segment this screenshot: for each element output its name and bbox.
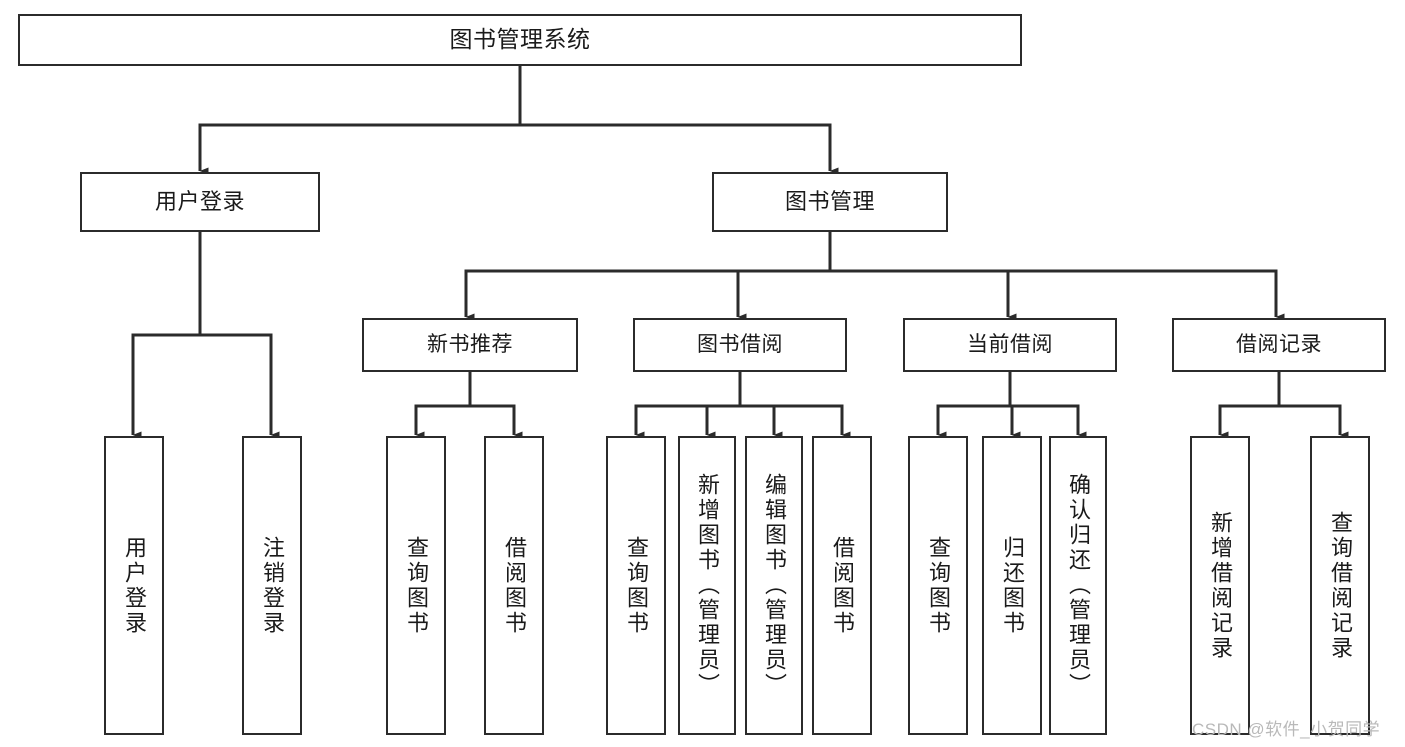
- node-label-leaf-query-book-new: 查询图书: [404, 535, 429, 636]
- node-label-leaf-user-login: 用户登录: [122, 535, 147, 636]
- node-label-leaf-logout: 注销登录: [260, 535, 285, 636]
- node-label-root: 图书管理系统: [449, 26, 591, 53]
- node-label-leaf-edit-book: 编辑图书（管理员）: [762, 473, 787, 698]
- node-leaf-user-login[interactable]: 用户登录: [104, 436, 164, 735]
- node-leaf-query-record[interactable]: 查询借阅记录: [1310, 436, 1370, 735]
- node-label-leaf-borrow-book-new: 借阅图书: [502, 535, 527, 636]
- node-label-leaf-add-record: 新增借阅记录: [1208, 510, 1233, 661]
- node-label-book-borrow: 图书借阅: [697, 333, 783, 357]
- node-label-leaf-add-book: 新增图书（管理员）: [695, 473, 720, 698]
- node-leaf-return-book[interactable]: 归还图书: [982, 436, 1042, 735]
- node-label-new-book-recommend: 新书推荐: [427, 333, 513, 357]
- node-label-leaf-confirm-return: 确认归还（管理员）: [1066, 473, 1091, 698]
- node-leaf-borrow-book-new[interactable]: 借阅图书: [484, 436, 544, 735]
- node-label-book-management: 图书管理: [784, 188, 875, 214]
- node-leaf-add-book[interactable]: 新增图书（管理员）: [678, 436, 736, 735]
- node-label-leaf-query-book-current: 查询图书: [926, 535, 951, 636]
- wire-group: [131, 66, 1349, 439]
- node-label-current-borrow: 当前借阅: [967, 333, 1053, 357]
- node-label-borrow-records: 借阅记录: [1236, 333, 1322, 357]
- node-root[interactable]: 图书管理系统: [18, 14, 1022, 66]
- node-leaf-add-record[interactable]: 新增借阅记录: [1190, 436, 1250, 735]
- node-leaf-confirm-return[interactable]: 确认归还（管理员）: [1049, 436, 1107, 735]
- node-leaf-query-book-new[interactable]: 查询图书: [386, 436, 446, 735]
- node-current-borrow[interactable]: 当前借阅: [903, 318, 1117, 372]
- node-label-leaf-return-book: 归还图书: [1000, 535, 1025, 636]
- node-leaf-edit-book[interactable]: 编辑图书（管理员）: [745, 436, 803, 735]
- node-user-login[interactable]: 用户登录: [80, 172, 320, 232]
- node-book-borrow[interactable]: 图书借阅: [633, 318, 847, 372]
- node-leaf-borrow-book[interactable]: 借阅图书: [812, 436, 872, 735]
- node-label-leaf-query-record: 查询借阅记录: [1328, 510, 1353, 661]
- node-book-management[interactable]: 图书管理: [712, 172, 948, 232]
- node-leaf-logout[interactable]: 注销登录: [242, 436, 302, 735]
- node-label-user-login: 用户登录: [154, 188, 245, 214]
- node-new-book-recommend[interactable]: 新书推荐: [362, 318, 578, 372]
- node-label-leaf-borrow-book: 借阅图书: [830, 535, 855, 636]
- node-borrow-records[interactable]: 借阅记录: [1172, 318, 1386, 372]
- node-leaf-query-book-borrow[interactable]: 查询图书: [606, 436, 666, 735]
- node-leaf-query-book-current[interactable]: 查询图书: [908, 436, 968, 735]
- node-label-leaf-query-book-borrow: 查询图书: [624, 535, 649, 636]
